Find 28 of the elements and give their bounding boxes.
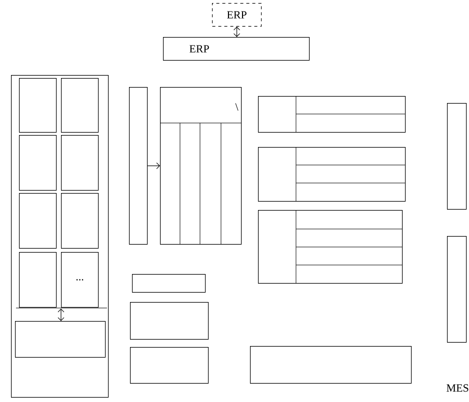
arrow bbox=[147, 162, 160, 170]
table-box bbox=[160, 87, 242, 245]
bar-box bbox=[129, 87, 148, 245]
system-box: ERP bbox=[163, 37, 310, 61]
system-box: ERP bbox=[212, 3, 262, 27]
cell-box bbox=[19, 193, 57, 249]
panel-box bbox=[11, 75, 109, 398]
cell-box bbox=[61, 135, 99, 191]
table-box bbox=[258, 147, 406, 202]
arrow bbox=[58, 308, 64, 321]
cell-box bbox=[61, 193, 99, 249]
bar-box bbox=[447, 236, 467, 343]
cell-box: ... bbox=[61, 252, 99, 308]
table-box bbox=[258, 96, 406, 133]
table-box bbox=[258, 210, 403, 284]
process-box bbox=[15, 321, 106, 358]
cell-box bbox=[61, 78, 99, 133]
process-box bbox=[130, 302, 209, 340]
slash-mark: \ bbox=[235, 103, 238, 111]
system-label: MES bbox=[446, 384, 468, 392]
cell-box bbox=[19, 252, 57, 308]
cell-box bbox=[19, 78, 57, 133]
bar-box bbox=[447, 103, 467, 210]
cell-box bbox=[19, 135, 57, 191]
arrow bbox=[234, 26, 240, 37]
process-box bbox=[250, 346, 412, 384]
process-box bbox=[132, 274, 206, 293]
process-box bbox=[130, 347, 209, 384]
